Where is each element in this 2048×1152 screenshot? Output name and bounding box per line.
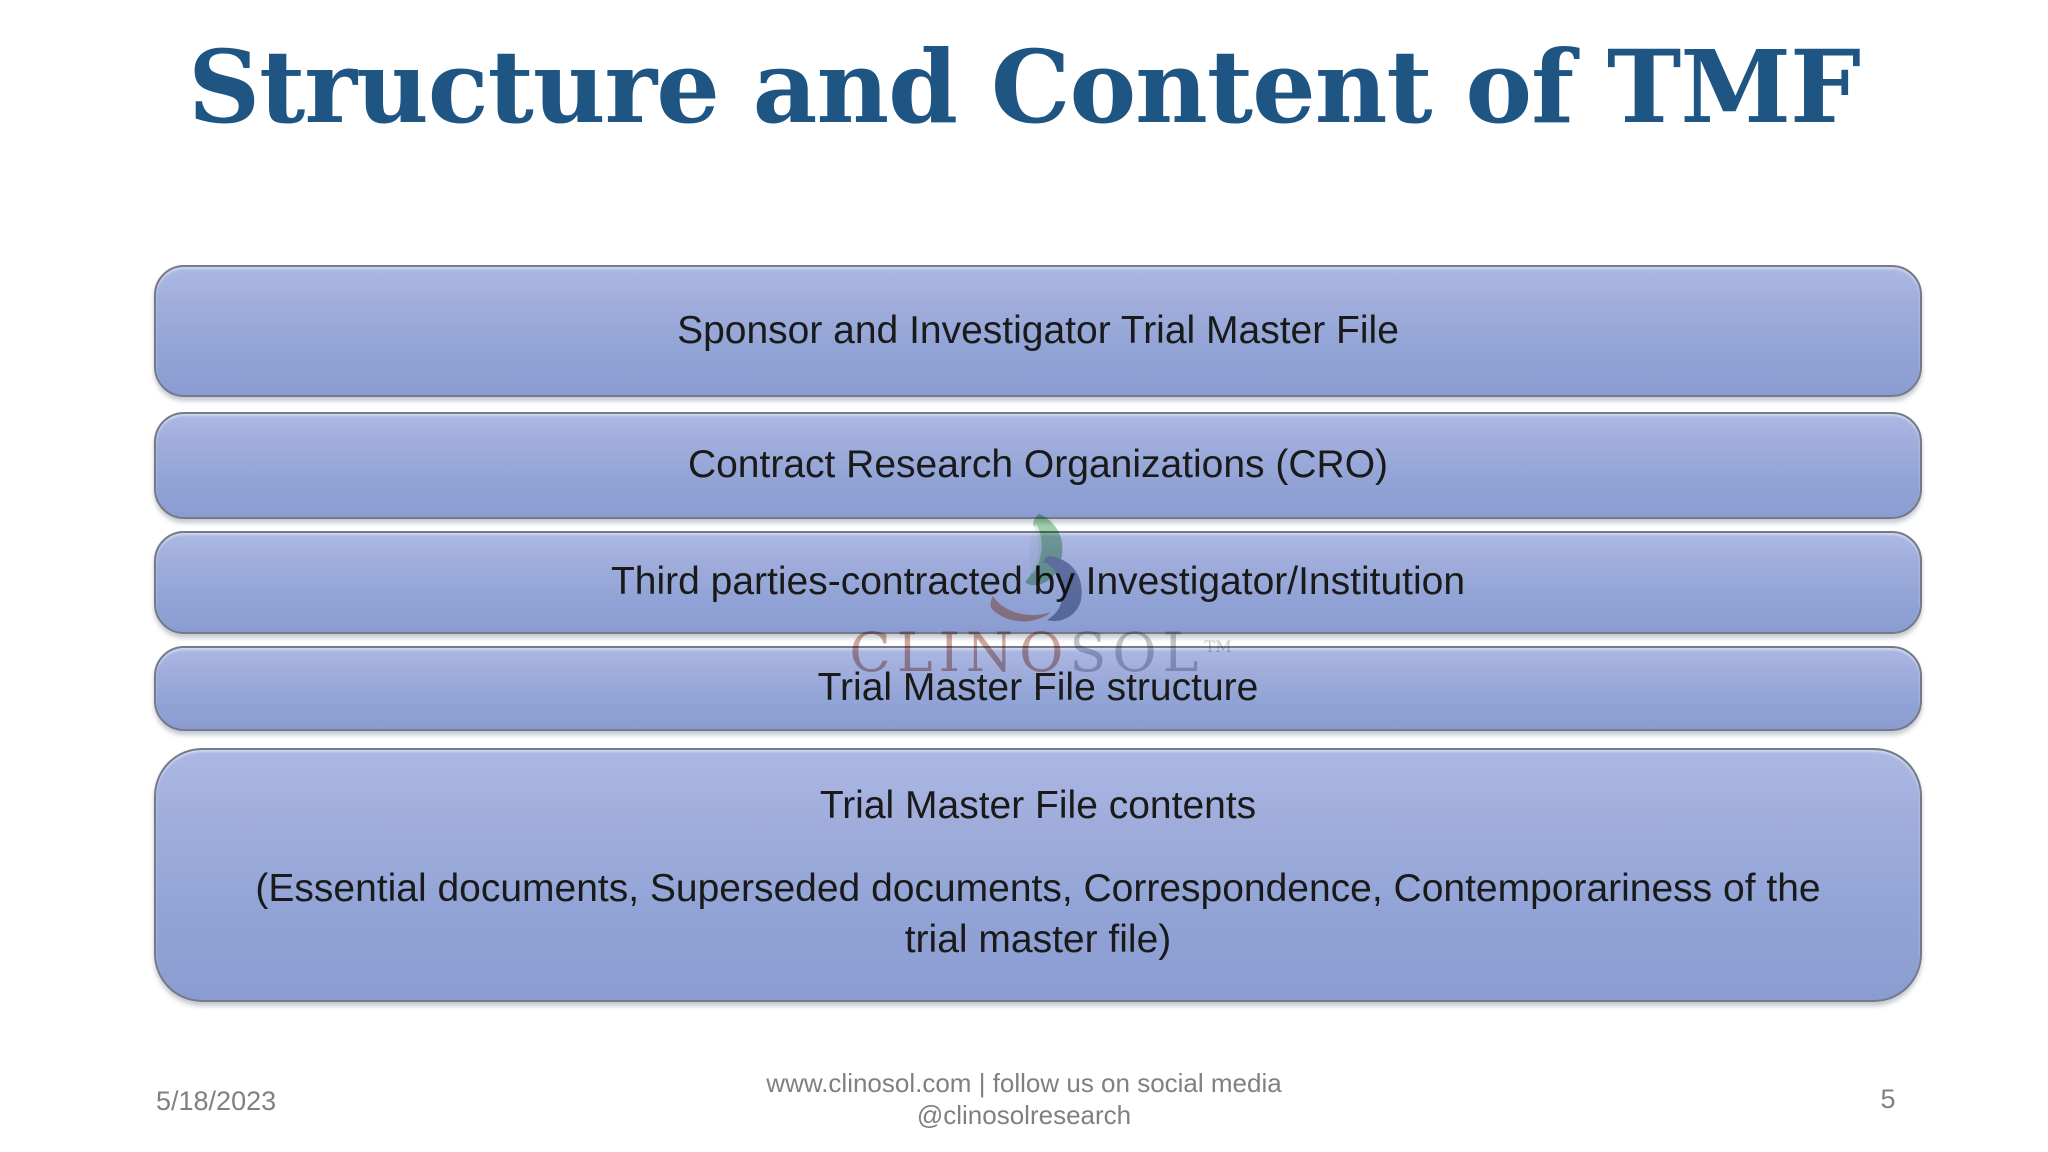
bar-detail: (Essential documents, Superseded documen… (255, 867, 1821, 961)
bar-heading: Trial Master File contents (819, 784, 1257, 828)
smartart-bar-third-parties: Third parties-contracted by Investigator… (154, 531, 1922, 634)
bar-label: Sponsor and Investigator Trial Master Fi… (677, 308, 1399, 352)
footer-date: 5/18/2023 (156, 1086, 277, 1116)
smartart-bar-tmf-contents: Trial Master File contents (Essential do… (154, 748, 1922, 1002)
slide-page-number: 5 (1880, 1084, 1896, 1114)
smartart-bar-sponsor-investigator-tmf: Sponsor and Investigator Trial Master Fi… (154, 265, 1922, 397)
smartart-bar-tmf-structure: Trial Master File structure (154, 646, 1922, 731)
footer-website-line: www.clinosol.com | follow us on social m… (766, 1068, 1282, 1098)
slide-title: Structure and Content of TMF (187, 28, 1861, 146)
bar-label: Contract Research Organizations (CRO) (687, 443, 1389, 487)
footer-center: www.clinosol.com | follow us on social m… (0, 1068, 2048, 1131)
smartart-bar-cro: Contract Research Organizations (CRO) (154, 412, 1922, 519)
bar-label: Third parties-contracted by Investigator… (610, 560, 1466, 604)
footer-social-handle: @clinosolresearch (916, 1099, 1132, 1130)
bar-label: Trial Master File structure (817, 666, 1259, 710)
